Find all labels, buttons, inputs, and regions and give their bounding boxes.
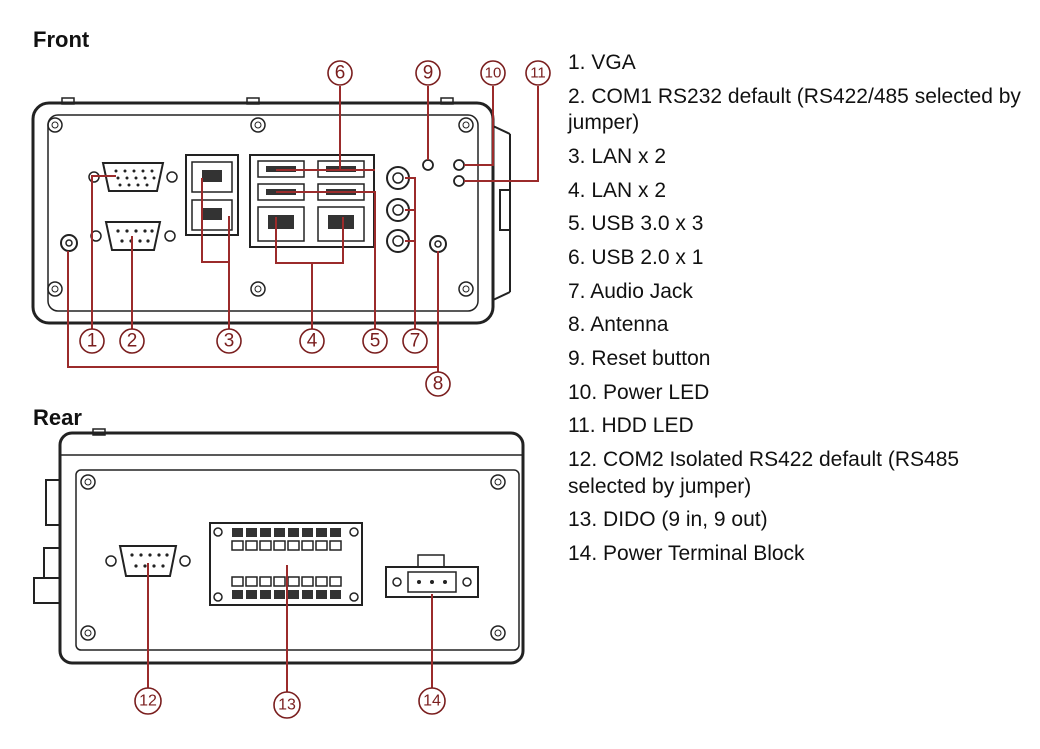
legend-item-7: 7. Audio Jack xyxy=(568,279,693,303)
legend-item-10: 10. Power LED xyxy=(568,380,710,404)
callout-6: 6 xyxy=(327,60,353,86)
svg-text:4: 4 xyxy=(307,331,318,352)
svg-text:1: 1 xyxy=(87,331,98,352)
legend-item-1: 1. VGA xyxy=(568,51,636,74)
callout-12: 12 xyxy=(134,687,162,715)
lan-ports-left xyxy=(185,154,239,236)
rear-screws xyxy=(80,474,506,641)
callout-9: 9 xyxy=(415,60,441,86)
rear-leader-lines xyxy=(147,563,433,693)
front-panel xyxy=(31,97,511,325)
svg-text:3: 3 xyxy=(224,331,235,352)
legend-item-5: 5. USB 3.0 x 3 xyxy=(568,212,704,236)
callout-3: 3 xyxy=(216,328,242,354)
svg-text:10: 10 xyxy=(485,65,502,82)
legend-item-14: 14. Power Terminal Block xyxy=(568,541,805,565)
callout-8: 8 xyxy=(425,371,451,397)
legend-item-3: 3. LAN x 2 xyxy=(568,144,667,168)
callout-4: 4 xyxy=(299,328,325,354)
front-screws xyxy=(47,117,474,297)
vga-port xyxy=(88,162,178,192)
rear-panel xyxy=(33,428,525,665)
svg-text:9: 9 xyxy=(423,63,434,84)
legend-item-4: 4. LAN x 2 xyxy=(568,178,667,202)
svg-text:2: 2 xyxy=(127,331,138,352)
callout-11: 11 xyxy=(525,60,551,86)
legend-item-9: 9. Reset button xyxy=(568,346,711,370)
rear-callouts: 12 13 14 xyxy=(134,687,446,719)
callout-2: 2 xyxy=(119,328,145,354)
svg-text:13: 13 xyxy=(278,697,296,714)
rear-view-label: Rear xyxy=(33,405,82,430)
svg-text:6: 6 xyxy=(335,63,346,84)
callout-5: 5 xyxy=(362,328,388,354)
legend-item-12: 12. COM2 Isolated RS422 default (RS485 s… xyxy=(568,447,965,498)
legend-item-11: 11. HDD LED xyxy=(568,414,694,438)
front-view-label: Front xyxy=(33,27,90,52)
legend-item-13: 13. DIDO (9 in, 9 out) xyxy=(568,508,768,532)
legend-item-6: 6. USB 2.0 x 1 xyxy=(568,245,704,269)
svg-text:11: 11 xyxy=(530,65,546,82)
svg-text:12: 12 xyxy=(139,693,157,710)
svg-text:7: 7 xyxy=(410,331,421,352)
legend-list: 1. VGA 2. COM1 RS232 default (RS422/485 … xyxy=(568,50,1028,575)
svg-text:5: 5 xyxy=(370,331,381,352)
com2-port xyxy=(105,545,191,577)
callout-13: 13 xyxy=(273,691,301,719)
svg-text:8: 8 xyxy=(433,374,444,395)
legend-item-8: 8. Antenna xyxy=(568,313,669,337)
svg-text:14: 14 xyxy=(423,693,441,710)
callout-7: 7 xyxy=(402,328,428,354)
callout-1: 1 xyxy=(79,328,105,354)
usb-lan-block xyxy=(249,154,375,248)
front-leader-lines xyxy=(67,86,539,372)
reset-and-leds xyxy=(422,159,465,187)
legend-item-2: 2. COM1 RS232 default (RS422/485 selecte… xyxy=(568,84,1027,135)
power-terminal xyxy=(385,554,479,598)
front-callouts: 1 2 3 4 5 7 8 6 9 10 11 xyxy=(79,60,551,397)
callout-10: 10 xyxy=(480,60,506,86)
callout-14: 14 xyxy=(418,687,446,715)
